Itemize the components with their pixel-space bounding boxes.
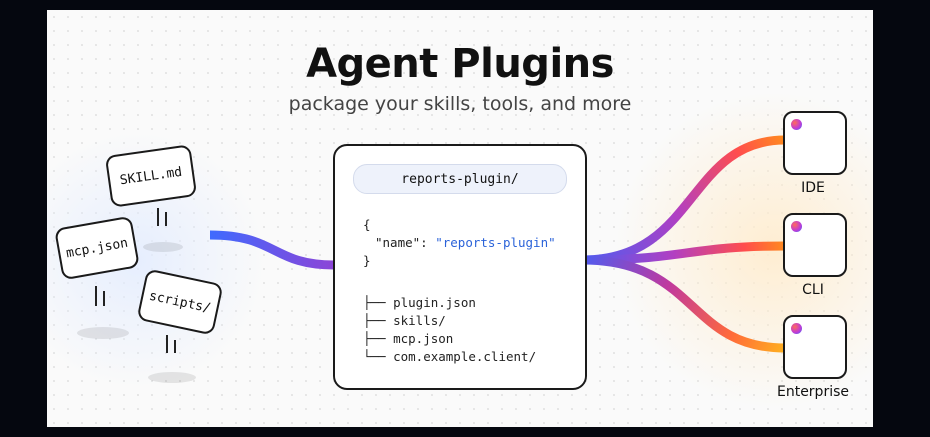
plugin-box: reports-plugin/ { "name": "reports-plugi… xyxy=(333,144,587,390)
tree-item: ├── mcp.json xyxy=(363,331,454,346)
target-label-ide: IDE xyxy=(801,180,825,196)
json-close-brace: } xyxy=(363,253,371,268)
card-shadow xyxy=(143,242,183,252)
flow-lines xyxy=(209,135,786,353)
target-enterprise xyxy=(783,315,847,379)
tree-item: ├── skills/ xyxy=(363,313,446,328)
file-card-label: scripts/ xyxy=(147,288,213,316)
flow-out-ide xyxy=(582,135,786,265)
page-title: Agent Plugins xyxy=(306,41,614,87)
target-label-cli: CLI xyxy=(802,282,824,298)
target-cli xyxy=(783,213,847,277)
target-label-enterprise: Enterprise xyxy=(776,384,850,400)
page-subtitle: package your skills, tools, and more xyxy=(288,93,632,115)
app-logo-icon xyxy=(791,221,802,232)
json-key: "name" xyxy=(375,235,421,250)
motion-tick xyxy=(103,291,105,306)
motion-tick xyxy=(166,335,168,353)
app-logo-icon xyxy=(791,119,802,130)
tree-item: ├── plugin.json xyxy=(363,295,476,310)
motion-tick xyxy=(95,286,97,306)
tree-item: └── com.example.client/ xyxy=(363,349,537,364)
plugin-name-pill: reports-plugin/ xyxy=(353,164,567,194)
diagram-canvas: Agent Plugins package your skills, tools… xyxy=(47,10,873,427)
motion-tick xyxy=(165,212,167,226)
file-card-label: SKILL.md xyxy=(118,164,184,188)
motion-tick xyxy=(157,208,159,226)
card-shadow xyxy=(148,372,196,383)
target-ide xyxy=(783,111,847,175)
json-colon: : xyxy=(420,235,436,250)
app-logo-icon xyxy=(791,323,802,334)
motion-tick xyxy=(174,340,176,353)
json-open-brace: { xyxy=(363,217,371,232)
file-card-label: mcp.json xyxy=(64,235,130,261)
json-line: "name": "reports-plugin" xyxy=(375,234,556,252)
flow-in xyxy=(209,230,335,270)
flow-out-enterprise xyxy=(582,255,786,353)
json-value: "reports-plugin" xyxy=(435,235,556,250)
card-shadow xyxy=(77,327,129,339)
